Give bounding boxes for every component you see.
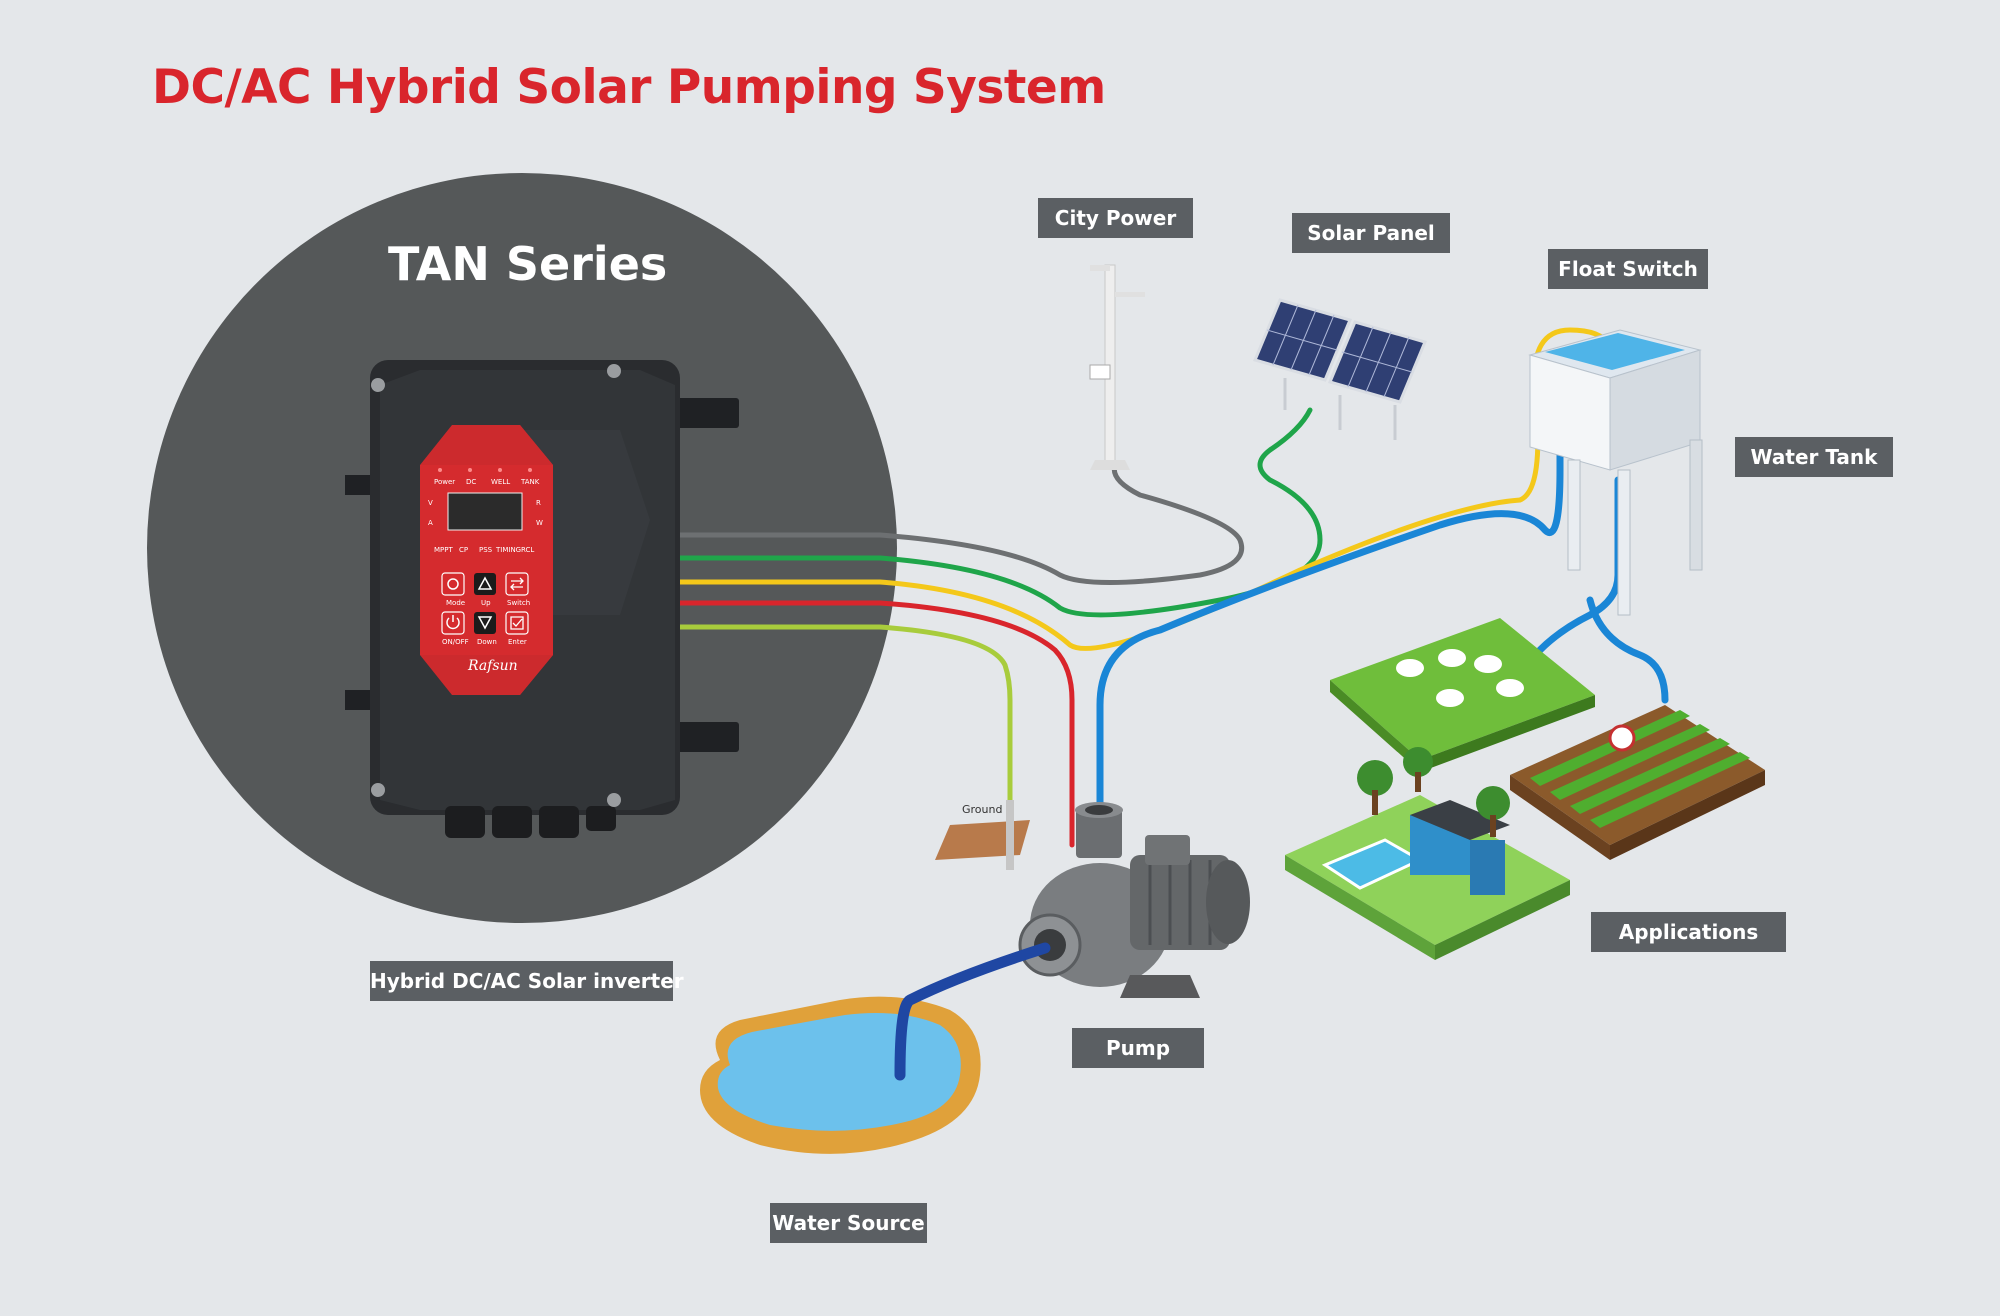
page-title: DC/AC Hybrid Solar Pumping System (152, 60, 1106, 115)
label-float-switch: Float Switch (1548, 249, 1708, 289)
mode-timing: TIMING (495, 546, 521, 554)
mode-pss: PSS (479, 546, 493, 554)
up-arrow-icon (477, 576, 493, 590)
label-water-tank: Water Tank (1735, 437, 1893, 477)
switch-button[interactable]: Switch (505, 572, 530, 607)
up-button[interactable]: Up (474, 573, 496, 607)
side-v: V (428, 499, 433, 507)
indicator-tank: TANK (520, 478, 540, 486)
pump (1018, 802, 1250, 998)
intake-pipe (894, 942, 1051, 1081)
water-tank (1528, 329, 1703, 616)
label-pump: Pump (1072, 1028, 1204, 1068)
side-r: R (536, 499, 541, 507)
gear-icon (447, 578, 459, 590)
label-ground: Ground (962, 803, 1003, 816)
down-arrow-icon (477, 616, 493, 630)
svg-text:Enter: Enter (508, 638, 527, 646)
label-inverter: Hybrid DC/AC Solar inverter (370, 961, 684, 1001)
wire-ground (672, 624, 1013, 813)
power-icon (446, 615, 460, 630)
svg-text:ON/OFF: ON/OFF (442, 638, 469, 646)
onoff-button[interactable]: ON/OFF (441, 611, 469, 646)
indicator-well: WELL (491, 478, 510, 486)
wire-city-power (672, 462, 1244, 585)
house (1285, 747, 1570, 960)
pipe-tank-to-farm (1586, 596, 1669, 704)
pipe-tank-to-applications (1536, 476, 1622, 654)
brand-logo: Rafsun (467, 658, 518, 674)
mode-button[interactable]: Mode (441, 572, 465, 607)
mode-mppt: MPPT (434, 546, 453, 554)
down-button[interactable]: Down (474, 612, 497, 646)
side-a: A (428, 519, 433, 527)
side-w: W (536, 519, 543, 527)
city-power-pole (1089, 264, 1145, 470)
wire-pump (672, 600, 1075, 848)
label-applications: Applications (1591, 912, 1786, 952)
ground-stake (935, 800, 1030, 870)
enter-icon (510, 616, 524, 630)
crop-field (1510, 705, 1765, 860)
label-solar-panel: Solar Panel (1292, 213, 1450, 253)
mode-cp: CP (459, 546, 468, 554)
label-city-power: City Power (1038, 198, 1193, 238)
label-water-source: Water Source (770, 1203, 927, 1243)
sheep-farm (1330, 618, 1595, 772)
series-title: TAN Series (388, 237, 668, 291)
water-source-pond (700, 942, 1051, 1154)
wire-float-switch (672, 327, 1613, 651)
svg-text:Switch: Switch (507, 599, 530, 607)
solar-panels (1252, 298, 1428, 440)
svg-text:Up: Up (481, 599, 491, 607)
mode-rcl: RCL (521, 546, 534, 554)
indicator-power: Power (434, 478, 455, 486)
svg-text:Mode: Mode (446, 599, 465, 607)
indicator-dc: DC (466, 478, 476, 486)
lcd-display (447, 492, 523, 531)
inverter: Power DC WELL TANK V A R W MPPT CP PSS T… (345, 360, 739, 838)
enter-button[interactable]: Enter (505, 611, 529, 646)
svg-text:Down: Down (477, 638, 497, 646)
switch-icon (510, 577, 524, 591)
